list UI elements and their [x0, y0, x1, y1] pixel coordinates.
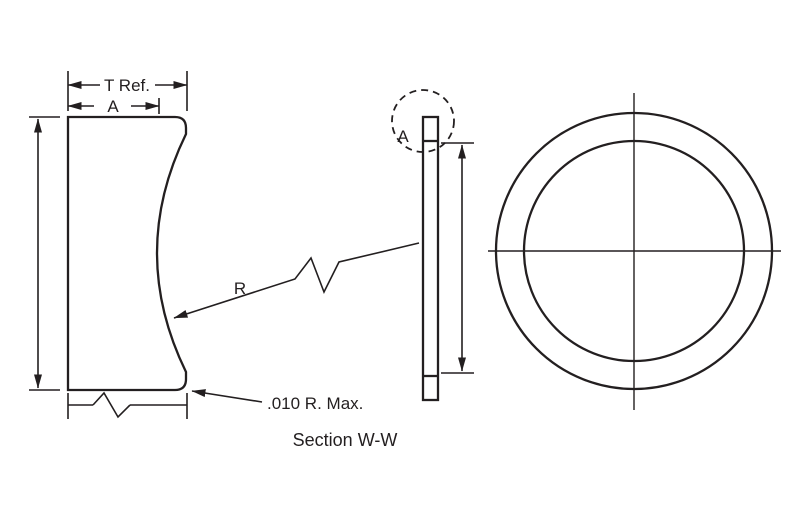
detail-callout-circle: [391, 89, 455, 153]
zigzag: [92, 391, 131, 419]
height-dimension: [29, 116, 60, 391]
a-label: A: [107, 97, 119, 116]
section-caption: Section W-W: [293, 430, 398, 450]
t-ref-dimension: T Ref.: [67, 71, 188, 111]
front-view: [488, 93, 781, 410]
side-view: A: [391, 89, 474, 402]
corner-radius-note: .010 R. Max.: [191, 389, 363, 413]
section-outline: [66, 115, 188, 392]
break-symbol: [67, 391, 188, 419]
leader-line: [191, 389, 263, 403]
detail-label: A: [397, 127, 409, 146]
corner-radius-label: .010 R. Max.: [267, 394, 363, 413]
radius-leader: R: [173, 242, 420, 319]
front-view-outer-circle: [494, 111, 774, 391]
a-dimension: A: [67, 97, 160, 116]
front-view-inner-circle: [522, 139, 746, 363]
side-view-bar: [421, 115, 440, 402]
leader-line: [173, 242, 420, 319]
radius-label: R: [234, 279, 246, 298]
side-height-dimension: [441, 142, 474, 374]
section-view: [66, 115, 188, 392]
t-ref-label: T Ref.: [104, 76, 150, 95]
